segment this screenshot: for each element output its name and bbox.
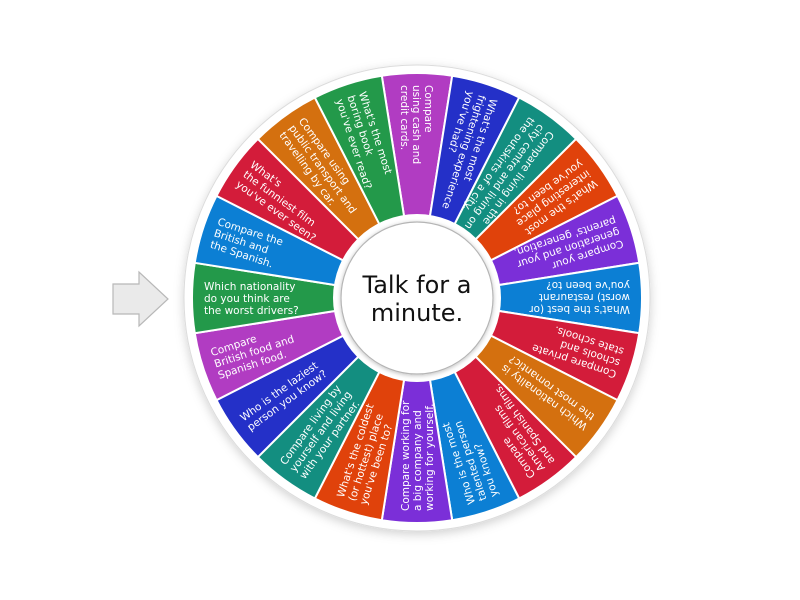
pointer-arrow — [112, 270, 169, 328]
segment-label-line: using cash and — [410, 85, 422, 164]
segment-label-line: Which nationality — [204, 281, 296, 293]
hub-text-line-2: minute. — [371, 299, 463, 327]
segment-label-line: Compare — [422, 85, 434, 133]
segment-label-line: Compare working for — [400, 400, 412, 511]
arrow-right-icon — [112, 270, 169, 328]
segment-label-line: a big company and — [412, 410, 424, 511]
segment-label-line: What's the best (or — [529, 303, 630, 315]
segment-label-line: you've been to? — [546, 279, 630, 291]
hub-text-line-1: Talk for a — [362, 271, 472, 299]
segment-label-line: do you think are — [204, 293, 290, 305]
segment-label-line: the worst drivers? — [204, 305, 299, 317]
segment-label-line: working for yourself. — [424, 404, 436, 512]
segment-label-line: worst) restaurant — [539, 291, 630, 303]
segment-label-line: credit cards. — [398, 85, 410, 150]
center-hub[interactable] — [340, 221, 494, 375]
